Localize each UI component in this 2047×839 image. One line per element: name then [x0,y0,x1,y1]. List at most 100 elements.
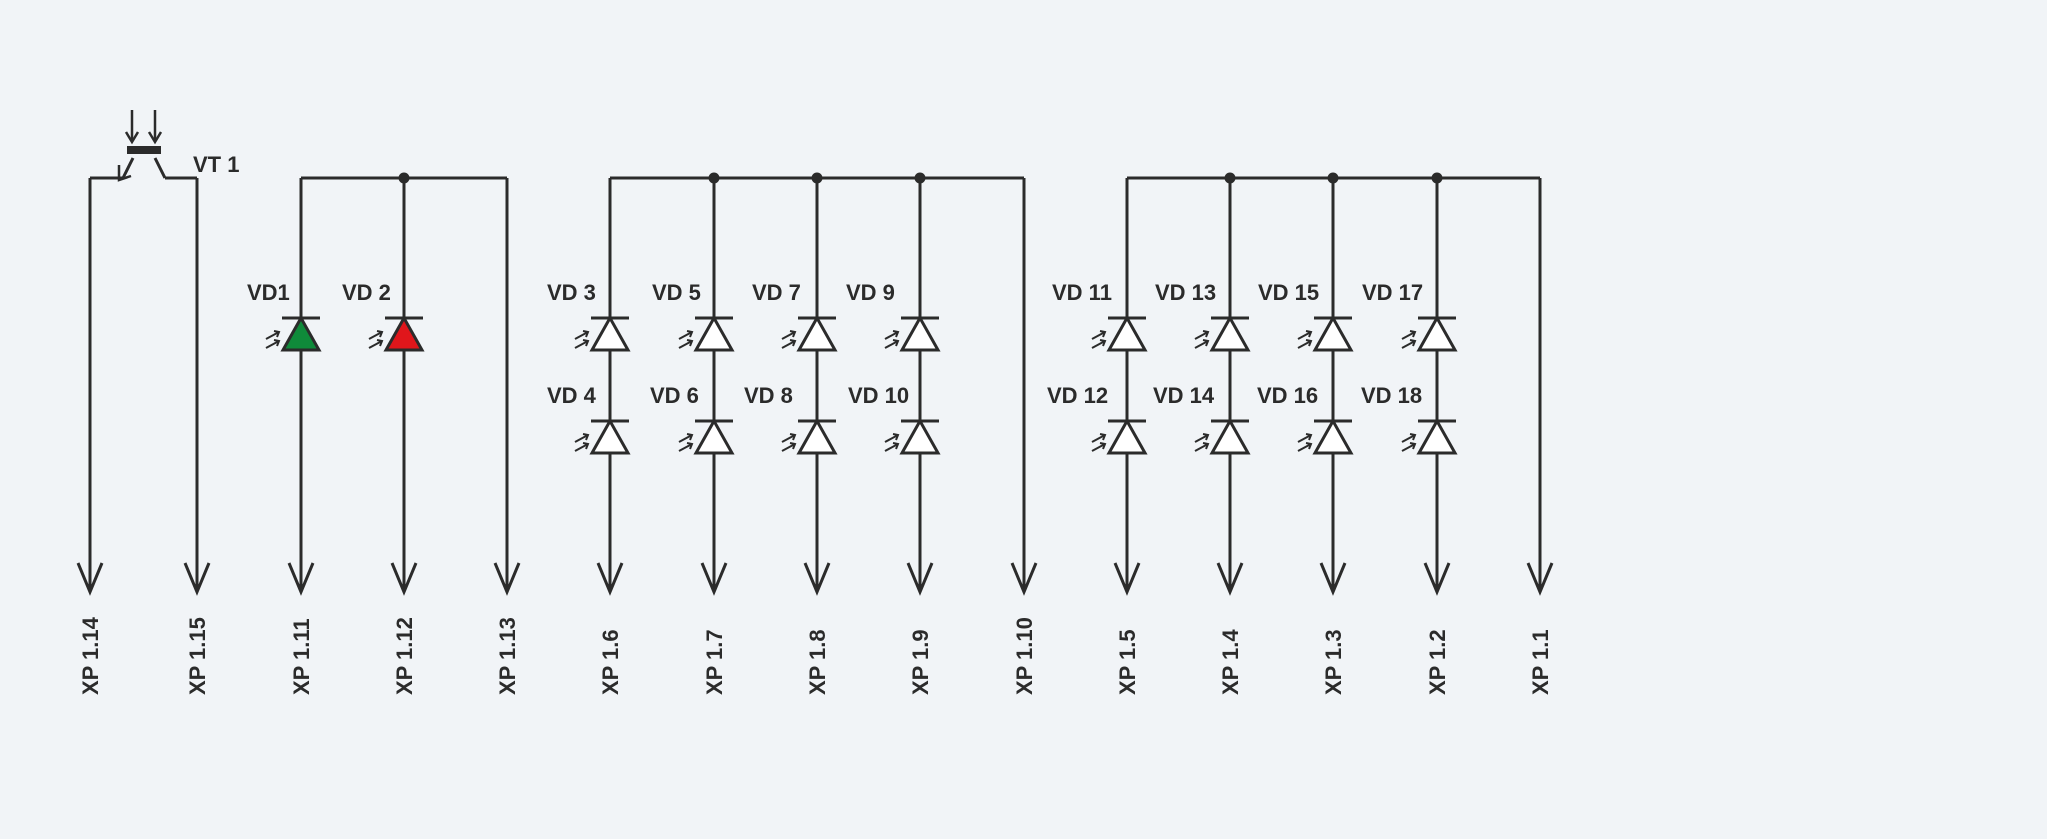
pin-label: XP 1.5 [1115,629,1140,695]
light-arrow [678,331,693,340]
led-label: VD1 [247,280,290,305]
light-arrow [678,434,693,443]
junction-dot [1431,172,1443,184]
light-arrow [1297,443,1312,452]
led-diode [781,314,838,352]
led-triangle [589,314,631,352]
led-label: VD 18 [1361,383,1422,408]
pin-arrow [1423,562,1451,596]
led-label: VD 6 [650,383,699,408]
led-group [265,314,1458,455]
led-triangle [1416,417,1458,455]
led-diode [1194,417,1251,455]
led-label: VD 8 [744,383,793,408]
led-label: VD 15 [1258,280,1319,305]
pin-arrow [390,562,418,596]
led-label: VD 10 [848,383,909,408]
led-diode [1091,314,1148,352]
light-arrow-tip [1099,339,1107,347]
light-arrow-tip [1409,330,1417,338]
light-arrow-tip [273,330,281,338]
light-arrow-tip [1409,433,1417,441]
light-arrow [1297,331,1312,340]
led-triangle [899,417,941,455]
led-triangle [693,314,735,352]
led-diode [1401,417,1458,455]
light-arrow [1091,331,1106,340]
light-arrow-tip [1305,442,1313,450]
led-triangle [1209,314,1251,352]
light-arrow [1194,331,1209,340]
pin-label: XP 1.1 [1528,629,1553,695]
light-arrow [574,443,589,452]
pin-arrow [1319,562,1347,596]
led-diode [1401,314,1458,352]
pin-label: XP 1.10 [1012,617,1037,695]
light-arrow-tip [1099,330,1107,338]
pin-label: XP 1.6 [598,629,623,695]
pin-arrow [493,562,521,596]
led-diode [1194,314,1251,352]
light-arrow [781,443,796,452]
led-triangle [796,417,838,455]
led-label: VD 7 [752,280,801,305]
led-label: VD 12 [1047,383,1108,408]
junction-dot [914,172,926,184]
junction-dot [1327,172,1339,184]
led-triangle [1312,314,1354,352]
light-arrow [1091,434,1106,443]
led-diode [574,417,631,455]
light-arrow [1297,434,1312,443]
light-arrow-tip [1202,442,1210,450]
pin-label: XP 1.15 [185,617,210,695]
led-triangle [693,417,735,455]
light-arrow [265,331,280,340]
light-arrow-tip [1409,442,1417,450]
junction-dot [398,172,410,184]
led-triangle [280,314,322,352]
light-arrow [884,434,899,443]
light-arrow [368,340,383,349]
led-triangle [1416,314,1458,352]
light-arrow-tip [1202,330,1210,338]
light-arrow [265,340,280,349]
light-arrow [884,331,899,340]
light-arrow-tip [1202,433,1210,441]
light-arrow [1401,443,1416,452]
light-arrow [574,340,589,349]
light-arrow-tip [273,339,281,347]
light-arrow [884,340,899,349]
light-arrow-tip [1099,433,1107,441]
led-diode [884,417,941,455]
led-triangle [796,314,838,352]
light-arrow [678,340,693,349]
light-arrow-tip [789,339,797,347]
light-arrow-tip [1305,339,1313,347]
pin-arrow [596,562,624,596]
pin-label: XP 1.8 [805,629,830,695]
phototransistor-vt1 [90,110,197,182]
pin-arrow [76,562,104,596]
light-arrow-head [124,131,140,145]
pin-label: XP 1.12 [392,617,417,695]
led-diode [1297,417,1354,455]
pin-arrow [183,562,211,596]
led-label: VD 9 [846,280,895,305]
led-label: VD 16 [1257,383,1318,408]
light-arrow [574,434,589,443]
led-diode [1297,314,1354,352]
led-triangle [383,314,425,352]
light-arrow [1091,340,1106,349]
led-diode [678,417,735,455]
led-label: VD 5 [652,280,701,305]
light-arrow-tip [376,339,384,347]
light-arrow-tip [582,330,590,338]
vt1-collector [153,157,167,179]
light-arrow-head [147,131,163,145]
junction-dots [398,172,1443,184]
led-label: VD 14 [1153,383,1215,408]
light-arrow [781,434,796,443]
led-triangle [1106,417,1148,455]
light-arrow-tip [1099,442,1107,450]
